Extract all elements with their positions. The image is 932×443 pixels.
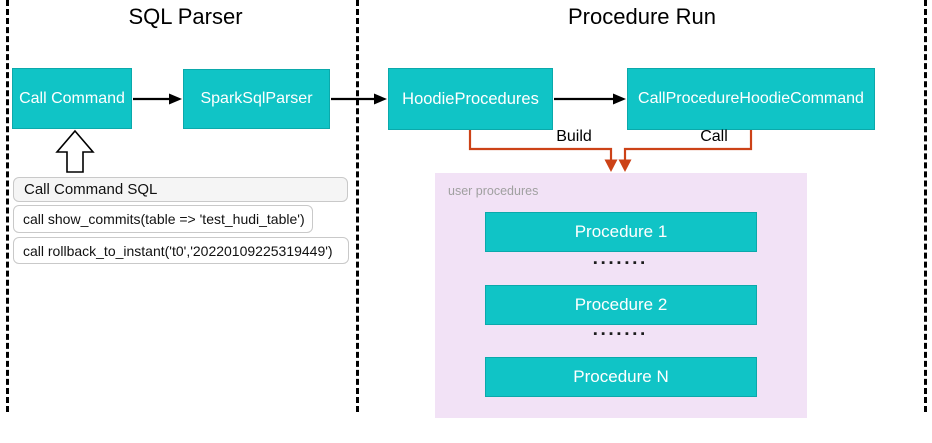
section-divider-left <box>6 0 9 412</box>
sql-panel-header: Call Command SQL <box>13 177 348 202</box>
sql-parser-section-title: SQL Parser <box>128 4 243 29</box>
user-procedures-container: user procedures Procedure 1 ▪▪▪▪▪▪▪ Proc… <box>435 173 807 418</box>
up-block-arrow-icon <box>55 129 95 173</box>
arrow-sparksqlparser-to-hoodieprocedures <box>331 93 387 105</box>
procedure-run-section-title: Procedure Run <box>568 4 716 29</box>
edge-label-call: Call <box>700 128 728 145</box>
edge-label-build: Build <box>556 128 592 145</box>
sql-statement-show-commits: call show_commits(table => 'test_hudi_ta… <box>13 205 313 233</box>
node-spark-sql-parser: SparkSqlParser <box>183 69 330 129</box>
node-procedure-1: Procedure 1 <box>485 212 757 252</box>
node-procedure-n: Procedure N <box>485 357 757 397</box>
user-procedures-label: user procedures <box>448 184 539 198</box>
node-call-procedure-hoodie-command: CallProcedureHoodieCommand <box>627 68 875 130</box>
ellipsis-dots: ▪▪▪▪▪▪▪ <box>593 257 649 269</box>
sql-statement-rollback-to-instant: call rollback_to_instant('t0','202201092… <box>13 237 349 264</box>
node-call-command: Call Command <box>12 68 132 129</box>
section-divider-middle <box>356 0 359 412</box>
arrow-callcommand-to-sparksqlparser <box>133 93 182 105</box>
section-divider-right <box>924 0 927 412</box>
node-procedure-2: Procedure 2 <box>485 285 757 325</box>
arrow-hoodieprocedures-to-callprocedure <box>554 93 626 105</box>
node-hoodie-procedures: HoodieProcedures <box>388 68 553 130</box>
ellipsis-dots: ▪▪▪▪▪▪▪ <box>593 328 649 340</box>
